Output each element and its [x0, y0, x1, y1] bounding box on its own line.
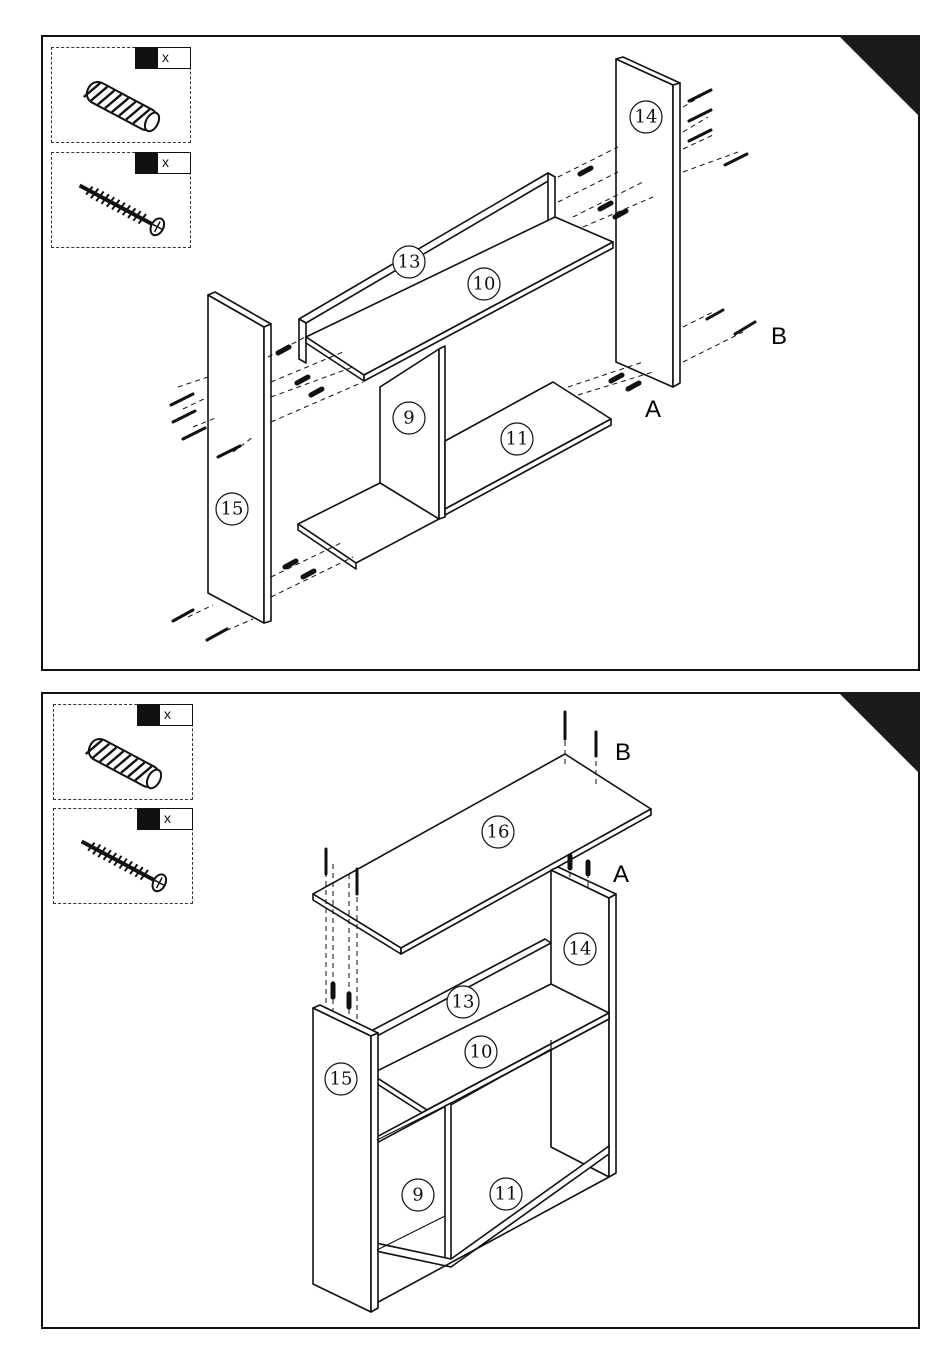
label-panel-11: 11 [495, 1184, 518, 1205]
step1-exploded-diagram: 14 13 10 9 11 15 A B [43, 37, 922, 673]
label-panel-10: 10 [470, 1042, 493, 1063]
assembly-step-1: x x [41, 35, 920, 671]
panel-9 [445, 1103, 451, 1262]
hardware-letter-b: B [771, 323, 787, 350]
label-panel-14: 14 [635, 107, 658, 128]
label-panel-10: 10 [473, 274, 496, 295]
label-panel-15: 15 [330, 1069, 353, 1090]
label-panel-13: 13 [398, 252, 421, 273]
label-panel-13: 13 [452, 992, 475, 1013]
hardware-letter-a: A [613, 861, 629, 888]
hardware-letter-a: A [645, 396, 661, 423]
assembly-step-2: x x [41, 692, 920, 1329]
label-panel-14: 14 [569, 939, 592, 960]
label-panel-15: 15 [221, 499, 244, 520]
label-panel-9: 9 [403, 408, 414, 429]
label-panel-16: 16 [487, 822, 510, 843]
hardware-letter-b: B [615, 739, 631, 766]
label-panel-9: 9 [412, 1185, 423, 1206]
panel-15 [208, 295, 264, 623]
step2-exploded-diagram: 16 14 13 10 15 9 11 A B [43, 694, 922, 1331]
panel-15 [313, 1008, 371, 1312]
label-panel-11: 11 [506, 429, 529, 450]
